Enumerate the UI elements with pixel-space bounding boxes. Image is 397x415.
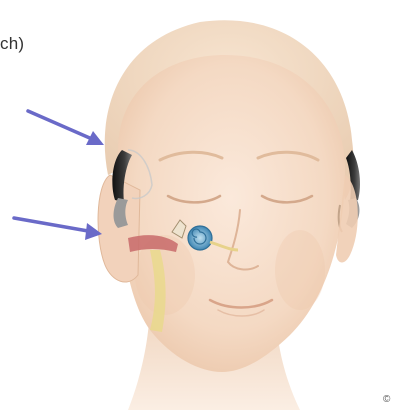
cheek-shadow-right [275,230,325,310]
cochlea [188,226,212,250]
copyright-symbol: © [383,394,390,405]
arrow-right-icon [14,218,102,240]
arrow-right-down-icon [28,111,104,145]
caption-fragment: ch) [0,34,24,54]
